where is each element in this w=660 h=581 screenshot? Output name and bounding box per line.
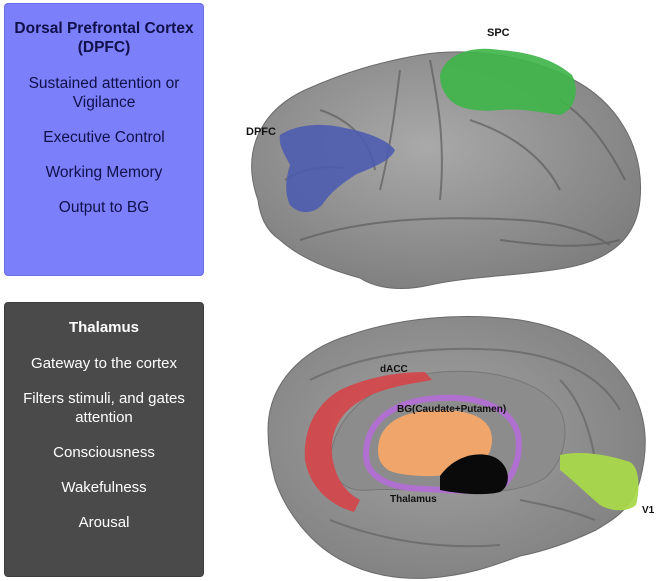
thalamus-region xyxy=(440,454,508,495)
dpfc-panel-title: Dorsal Prefrontal Cortex (DPFC) xyxy=(14,20,194,56)
dpfc-label: DPFC xyxy=(246,126,276,138)
thalamus-item: Wakefulness xyxy=(61,479,147,496)
thalamus-item: Arousal xyxy=(78,514,130,531)
spc-region xyxy=(440,48,576,115)
thalamus-info-panel: Thalamus Gateway to the cortex Filters s… xyxy=(4,302,204,577)
medial-brain-image: dACC BG(Caudate+Putamen) Thalamus V1 xyxy=(267,316,655,579)
bg-outline xyxy=(362,394,522,494)
thalamus-label: Thalamus xyxy=(390,494,437,505)
dacc-region xyxy=(304,372,432,512)
dacc-label: dACC xyxy=(380,364,408,375)
thalamus-panel-title: Thalamus xyxy=(68,319,140,336)
thalamus-item: Consciousness xyxy=(53,444,155,461)
medial-sulci xyxy=(309,347,621,548)
thalamus-item: Filters stimuli, and gates attention xyxy=(23,390,185,426)
dpfc-item: Output to BG xyxy=(58,199,150,216)
v1-region xyxy=(560,452,639,511)
dpfc-region xyxy=(279,124,395,213)
dpfc-item: Sustained attention or Vigilance xyxy=(28,75,180,111)
dpfc-info-panel: Dorsal Prefrontal Cortex (DPFC) Sustaine… xyxy=(4,3,204,276)
dpfc-item: Working Memory xyxy=(45,164,163,181)
spc-label: SPC xyxy=(487,27,510,39)
lateral-brain-image: SPC DPFC xyxy=(246,27,642,290)
thalamus-item: Gateway to the cortex xyxy=(31,355,177,372)
v1-label: V1 xyxy=(642,505,655,516)
dpfc-item: Executive Control xyxy=(43,129,165,146)
bg-label: BG(Caudate+Putamen) xyxy=(397,404,506,415)
